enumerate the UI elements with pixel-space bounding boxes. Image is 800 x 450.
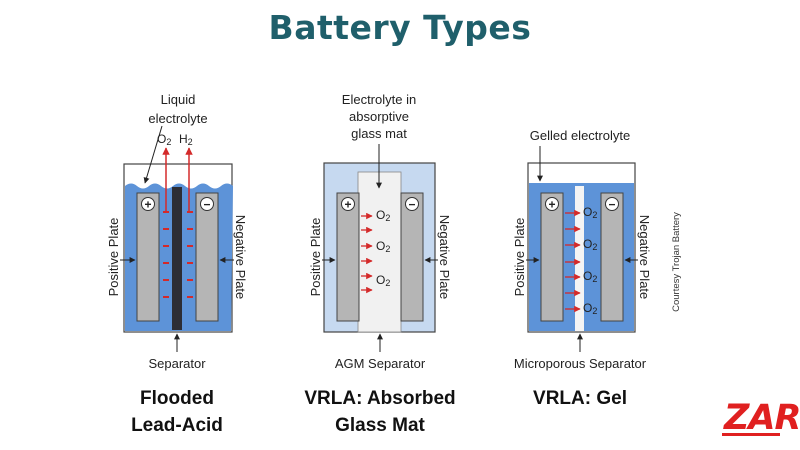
plus-sign: +	[548, 198, 555, 212]
positive-plate-label: Positive Plate	[512, 218, 527, 297]
agm-caption: VRLA: Absorbed Glass Mat	[270, 385, 490, 439]
oxygen-flow-arrows	[361, 212, 373, 294]
cell-gel: Gelled electrolyte + − O2 O2 O2 O2 Posit…	[512, 128, 682, 371]
agm-separator-label: AGM Separator	[335, 356, 426, 371]
liquid-electrolyte-label-line2: electrolyte	[148, 111, 207, 126]
oxygen-label: O2	[376, 208, 390, 223]
positive-plate	[336, 192, 360, 322]
negative-plate-label: Negative Plate	[637, 215, 652, 300]
gelled-electrolyte-label: Gelled electrolyte	[530, 128, 630, 143]
microporous-separator-label: Microporous Separator	[514, 356, 647, 371]
cell-agm: Electrolyte in absorptive glass mat + − …	[308, 92, 452, 371]
negative-plate-label: Negative Plate	[233, 215, 248, 300]
oxygen-gas-label: O2	[157, 132, 171, 147]
positive-terminal-icon	[341, 197, 355, 211]
oxygen-label: O2	[376, 273, 390, 288]
glass-mat-label-line2: absorptive	[349, 109, 409, 124]
caption-line: Flooded	[140, 388, 214, 409]
caption-line: VRLA: Absorbed	[304, 388, 456, 409]
negative-plate-label: Negative Plate	[437, 215, 452, 300]
negative-terminal-icon	[605, 197, 619, 211]
oxygen-label: O2	[583, 205, 597, 220]
hydrogen-gas-label: H2	[179, 132, 193, 147]
positive-terminal-icon	[141, 197, 155, 211]
positive-plate-label: Positive Plate	[308, 218, 323, 297]
negative-plate	[600, 192, 624, 322]
oxygen-label: O2	[583, 269, 597, 284]
separator-label: Separator	[148, 356, 206, 371]
cell-flooded: Liquid electrolyte O2 H2 + − Positive Pl…	[106, 92, 248, 371]
positive-terminal-icon	[545, 197, 559, 211]
positive-plate	[540, 192, 564, 322]
plus-sign: +	[344, 198, 351, 212]
minus-sign: −	[408, 198, 415, 212]
oxygen-label: O2	[583, 301, 597, 316]
zar-logo: ZAR	[724, 398, 800, 438]
logo-underline	[722, 433, 780, 436]
negative-terminal-icon	[200, 197, 214, 211]
glass-mat-label-line3: glass mat	[351, 126, 407, 141]
minus-sign: −	[608, 198, 615, 212]
oxygen-flow-arrows	[565, 209, 581, 313]
plus-sign: +	[144, 198, 151, 212]
glass-mat-label-line1: Electrolyte in	[342, 92, 416, 107]
negative-plate	[400, 192, 424, 322]
flooded-caption: Flooded Lead-Acid	[77, 385, 277, 439]
positive-plate	[136, 192, 160, 322]
oxygen-label: O2	[583, 237, 597, 252]
liquid-electrolyte-label-line1: Liquid	[161, 92, 196, 107]
page-title: Battery Types	[268, 8, 532, 47]
caption-line: Glass Mat	[335, 415, 425, 436]
positive-plate-label: Positive Plate	[106, 218, 121, 297]
electrolyte-pointer	[143, 125, 163, 184]
negative-plate	[195, 192, 219, 322]
microporous-separator	[575, 186, 584, 331]
minus-sign: −	[203, 198, 210, 212]
caption-line: VRLA: Gel	[533, 388, 627, 409]
negative-terminal-icon	[405, 197, 419, 211]
separator-plate	[172, 187, 182, 330]
gel-caption: VRLA: Gel	[480, 385, 680, 412]
caption-line: Lead-Acid	[131, 415, 223, 436]
credit-text: Courtesy Trojan Battery	[671, 212, 682, 312]
oxygen-label: O2	[376, 239, 390, 254]
